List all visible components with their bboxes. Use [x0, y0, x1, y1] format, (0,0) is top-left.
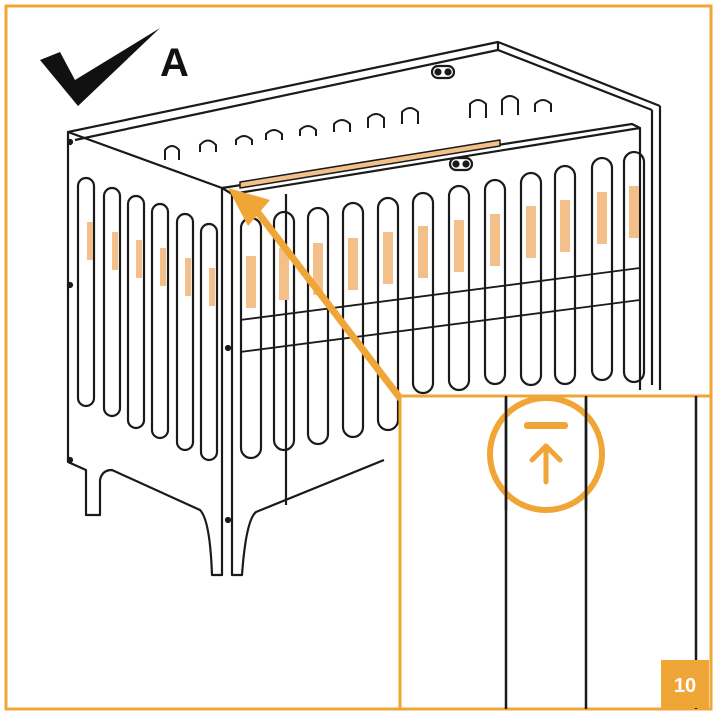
front-slats	[239, 150, 646, 460]
step-number: 10	[674, 675, 696, 697]
back-slats	[164, 95, 552, 160]
left-end-slats	[76, 176, 219, 462]
variant-label: A	[160, 41, 189, 85]
arrow-up-icon	[529, 443, 563, 485]
detail-inset	[398, 394, 713, 711]
back-connector	[430, 64, 456, 80]
pointer-arrow	[228, 188, 404, 402]
step-number-badge	[661, 660, 709, 708]
checkmark-icon	[40, 28, 160, 106]
highlight-circle	[487, 395, 605, 513]
front-connector	[448, 156, 474, 172]
top-rail-highlight	[239, 139, 501, 189]
